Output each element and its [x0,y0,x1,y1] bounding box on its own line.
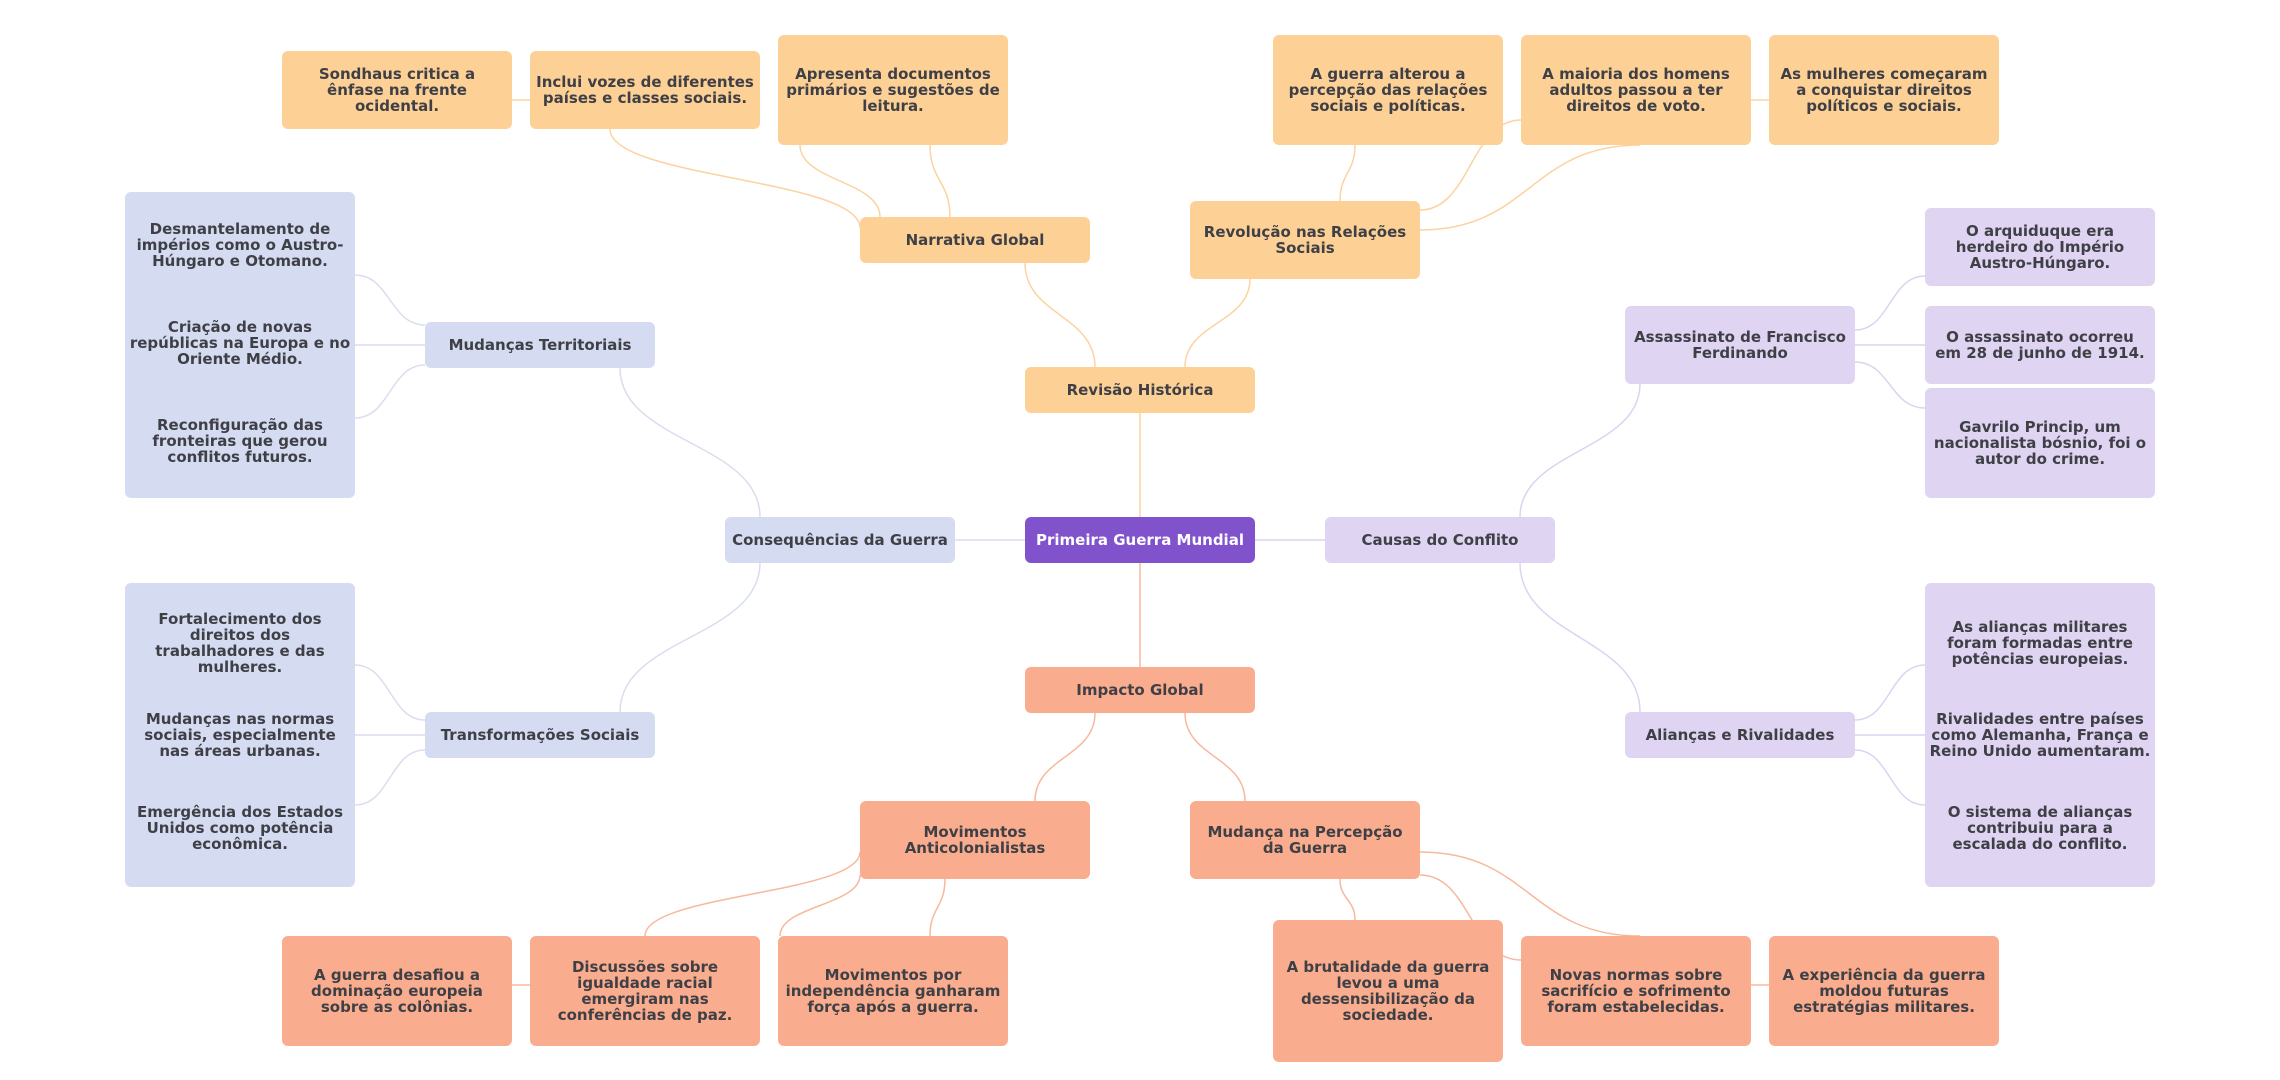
leaf-assassinato-2[interactable]: O assassinato ocorreu em 28 de junho de … [1925,306,2155,384]
leaf-aliancas-2[interactable]: Rivalidades entre países como Alemanha, … [1929,710,2151,760]
leaf-territoriais-2[interactable]: Criação de novas repúblicas na Europa e … [129,318,351,368]
sociais-items-group: Fortalecimento dos direitos dos trabalha… [125,583,355,887]
topic-assassinato[interactable]: Assassinato de Francisco Ferdinando [1625,306,1855,384]
edge-revolucao-1 [1339,144,1356,202]
leaf-percepcao-2[interactable]: Novas normas sobre sacrifício e sofrimen… [1521,936,1751,1046]
branch-consequencias[interactable]: Consequências da Guerra [725,517,955,563]
branch-revisao[interactable]: Revisão Histórica [1025,367,1255,413]
edge-sociais-1 [354,664,426,721]
leaf-percepcao-1[interactable]: A brutalidade da guerra levou a uma dess… [1273,920,1503,1062]
topic-aliancas[interactable]: Alianças e Rivalidades [1625,712,1855,758]
edge-revolucao-2 [1419,119,1522,211]
leaf-revolucao-2[interactable]: A maioria dos homens adultos passou a te… [1521,35,1751,145]
leaf-assassinato-1[interactable]: O arquiduque era herdeiro do Império Aus… [1925,208,2155,286]
topic-sociais[interactable]: Transformações Sociais [425,712,655,758]
edge-causas-aliancas [1519,562,1641,713]
branch-impacto[interactable]: Impacto Global [1025,667,1255,713]
edge-consequencias-sociais [619,562,761,713]
topic-percepcao[interactable]: Mudança na Percepção da Guerra [1190,801,1420,879]
edge-aliancas-1 [1854,664,1926,721]
edge-causas-assassinato [1519,383,1641,518]
branch-causas[interactable]: Causas do Conflito [1325,517,1555,563]
leaf-narrativa-3[interactable]: Apresenta documentos primários e sugestõ… [778,35,1008,145]
topic-movimentos[interactable]: Movimentos Anticolonialistas [860,801,1090,879]
topic-territoriais[interactable]: Mudanças Territoriais [425,322,655,368]
edge-revisao-narrativa [1024,262,1096,368]
leaf-aliancas-1[interactable]: As alianças militares foram formadas ent… [1947,618,2133,668]
edge-sociais-3 [354,749,426,806]
edge-assassinato-3 [1854,361,1926,409]
leaf-sociais-1[interactable]: Fortalecimento dos direitos dos trabalha… [155,610,325,676]
edge-territoriais-1 [354,274,426,326]
leaf-percepcao-3[interactable]: A experiência da guerra moldou futuras e… [1769,936,1999,1046]
topic-narrativa[interactable]: Narrativa Global [860,217,1090,263]
leaf-assassinato-3[interactable]: Gavrilo Princip, um nacionalista bósnio,… [1925,388,2155,498]
leaf-movimentos-2[interactable]: Discussões sobre igualdade racial emergi… [530,936,760,1046]
leaf-narrativa-1[interactable]: Sondhaus critica a ênfase na frente ocid… [282,51,512,129]
leaf-sociais-2[interactable]: Mudanças nas normas sociais, especialmen… [144,710,336,760]
territoriais-items-group: Desmantelamento de impérios como o Austr… [125,192,355,498]
edge-consequencias-territoriais [619,367,761,518]
edge-movimentos-2 [644,851,861,937]
edge-movimentos-3 [779,874,861,937]
edge-percepcao-2 [1419,874,1522,961]
leaf-movimentos-1[interactable]: A guerra desafiou a dominação europeia s… [282,936,512,1046]
edge-assassinato-1 [1854,275,1926,331]
edge-narrativa-2 [609,128,861,229]
edge-impacto-movimentos [1034,712,1096,802]
topic-revolucao[interactable]: Revolução nas Relações Sociais [1190,201,1420,279]
leaf-sociais-3[interactable]: Emergência dos Estados Unidos como potên… [136,803,344,853]
edge-aliancas-3 [1854,749,1926,806]
edge-territoriais-3 [354,364,426,419]
leaf-narrativa-2[interactable]: Inclui vozes de diferentes países e clas… [530,51,760,129]
edge-movimentos-1b [929,878,946,937]
root-node[interactable]: Primeira Guerra Mundial [1025,517,1255,563]
aliancas-items-group: As alianças militares foram formadas ent… [1925,583,2155,887]
edge-revolucao-3 [1419,144,1641,231]
edge-narrativa-1b [929,144,951,218]
leaf-revolucao-3[interactable]: As mulheres começaram a conquistar direi… [1769,35,1999,145]
edge-narrativa-3 [799,144,881,218]
edge-percepcao-1 [1339,878,1356,921]
edge-impacto-percepcao [1184,712,1246,802]
leaf-aliancas-3[interactable]: O sistema de alianças contribuiu para a … [1947,803,2133,853]
edge-revisao-revolucao [1184,278,1251,368]
leaf-territoriais-1[interactable]: Desmantelamento de impérios como o Austr… [136,220,344,270]
leaf-movimentos-3[interactable]: Movimentos por independência ganharam fo… [778,936,1008,1046]
leaf-territoriais-3[interactable]: Reconfiguração das fronteiras que gerou … [152,416,328,466]
edge-percepcao-3 [1419,851,1641,937]
leaf-revolucao-1[interactable]: A guerra alterou a percepção das relaçõe… [1273,35,1503,145]
